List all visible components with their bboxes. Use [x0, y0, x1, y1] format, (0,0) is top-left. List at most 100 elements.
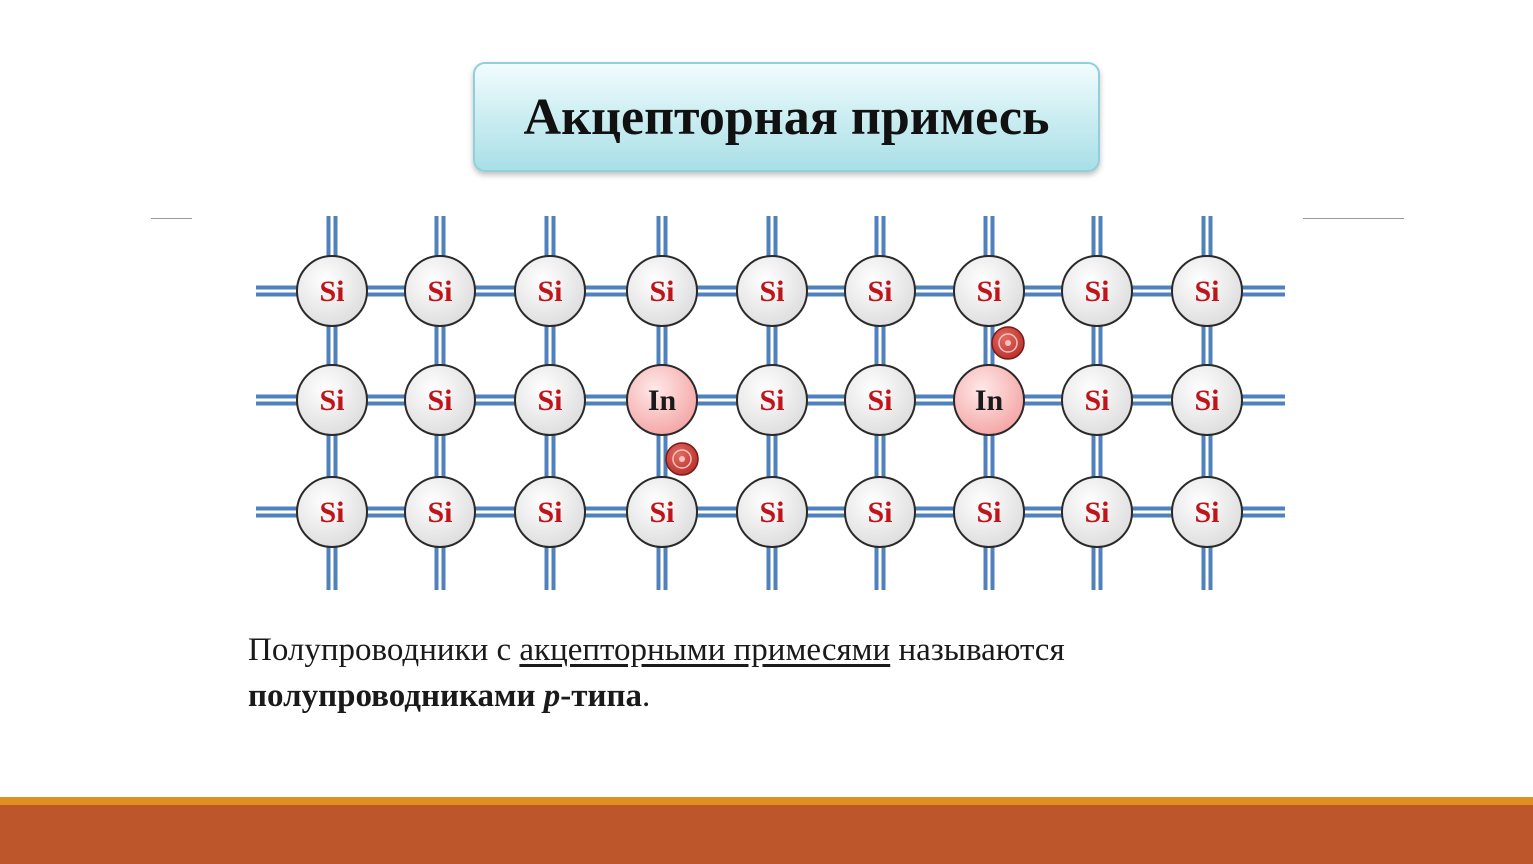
hole-dot [679, 456, 685, 462]
footer-bar [0, 805, 1533, 864]
silicon-atom: Si [736, 364, 808, 436]
atom-label: Si [427, 496, 452, 529]
atom-circle [844, 364, 916, 436]
atom-label: Si [649, 496, 674, 529]
silicon-atom: Si [296, 364, 368, 436]
atom-label: Si [759, 275, 784, 308]
atom-circle [626, 255, 698, 327]
silicon-atom: Si [296, 255, 368, 327]
atom-label: Si [319, 275, 344, 308]
indium-atom: In [953, 364, 1025, 436]
hole-marker [991, 326, 1025, 360]
caption-text-1: Полупроводники с [248, 632, 520, 668]
atom-circle [1061, 476, 1133, 548]
atom-circle [844, 255, 916, 327]
silicon-atom: Si [404, 255, 476, 327]
caption-text-2: называются [890, 632, 1065, 668]
atom-label: Si [759, 496, 784, 529]
silicon-atom: Si [1061, 476, 1133, 548]
atom-label: Si [976, 275, 1001, 308]
silicon-atom: Si [736, 476, 808, 548]
silicon-atom: Si [844, 476, 916, 548]
title-box: Акцепторная примесь [473, 62, 1100, 172]
atom-label: Si [1084, 384, 1109, 417]
indium-atom: In [626, 364, 698, 436]
atom-circle [514, 364, 586, 436]
atom-circle [736, 255, 808, 327]
atom-circle [1061, 255, 1133, 327]
atom-circle [626, 476, 698, 548]
silicon-atom: Si [404, 364, 476, 436]
atom-circle [296, 364, 368, 436]
hole-marker [665, 442, 699, 476]
caption-p-letter: p [543, 678, 561, 714]
atom-label: Si [319, 496, 344, 529]
atom-label: In [648, 384, 677, 417]
footer-accent-line [0, 797, 1533, 805]
atom-label: Si [427, 384, 452, 417]
silicon-atom: Si [1171, 476, 1243, 548]
caption-type-suffix: -типа [560, 678, 642, 714]
atom-circle [736, 476, 808, 548]
atom-circle [844, 476, 916, 548]
caption-period: . [642, 678, 651, 714]
atom-circle [296, 476, 368, 548]
caption-bold-term: полупроводниками [248, 678, 544, 714]
atom-label: Si [867, 496, 892, 529]
atom-label: Si [537, 275, 562, 308]
atom-label: Si [537, 496, 562, 529]
atom-circle [514, 476, 586, 548]
silicon-atom: Si [514, 364, 586, 436]
atom-circle [296, 255, 368, 327]
atom-label: Si [1194, 496, 1219, 529]
atom-circle [404, 364, 476, 436]
silicon-atom: Si [1061, 255, 1133, 327]
hole-ring [672, 449, 692, 469]
silicon-atom: Si [736, 255, 808, 327]
atom-circle [736, 364, 808, 436]
atom-label: Si [867, 384, 892, 417]
divider-left [151, 218, 192, 219]
atom-label: Si [976, 496, 1001, 529]
silicon-atom: Si [404, 476, 476, 548]
silicon-atom: Si [514, 476, 586, 548]
silicon-atom: Si [953, 476, 1025, 548]
hole-ring [998, 333, 1018, 353]
silicon-atom: Si [953, 255, 1025, 327]
caption-underlined-term: акцепторными примесями [519, 632, 891, 668]
atom-circle [404, 255, 476, 327]
atom-circle [1171, 364, 1243, 436]
atom-label: Si [1084, 275, 1109, 308]
atom-circle [953, 476, 1025, 548]
atom-label: Si [867, 275, 892, 308]
silicon-atom: Si [844, 364, 916, 436]
atom-circle [1061, 364, 1133, 436]
atom-label: In [975, 384, 1004, 417]
silicon-atom: Si [1171, 364, 1243, 436]
atom-label: Si [759, 384, 784, 417]
silicon-atom: Si [1171, 255, 1243, 327]
atom-label: Si [1194, 384, 1219, 417]
atom-circle [953, 364, 1025, 436]
divider-right [1303, 218, 1404, 219]
caption: Полупроводники с акцепторными примесями … [248, 627, 1248, 719]
atom-circle [404, 476, 476, 548]
atom-circle [626, 364, 698, 436]
silicon-atom: Si [844, 255, 916, 327]
silicon-atom: Si [296, 476, 368, 548]
atom-label: Si [1194, 275, 1219, 308]
silicon-atom: Si [1061, 364, 1133, 436]
atom-label: Si [319, 384, 344, 417]
atom-label: Si [649, 275, 674, 308]
atom-circle [514, 255, 586, 327]
atom-label: Si [1084, 496, 1109, 529]
atom-circle [953, 255, 1025, 327]
silicon-atom: Si [626, 476, 698, 548]
atom-circle [1171, 255, 1243, 327]
atom-label: Si [537, 384, 562, 417]
silicon-atom: Si [514, 255, 586, 327]
slide-title: Акцепторная примесь [523, 88, 1050, 146]
hole-dot [1005, 340, 1011, 346]
atom-label: Si [427, 275, 452, 308]
